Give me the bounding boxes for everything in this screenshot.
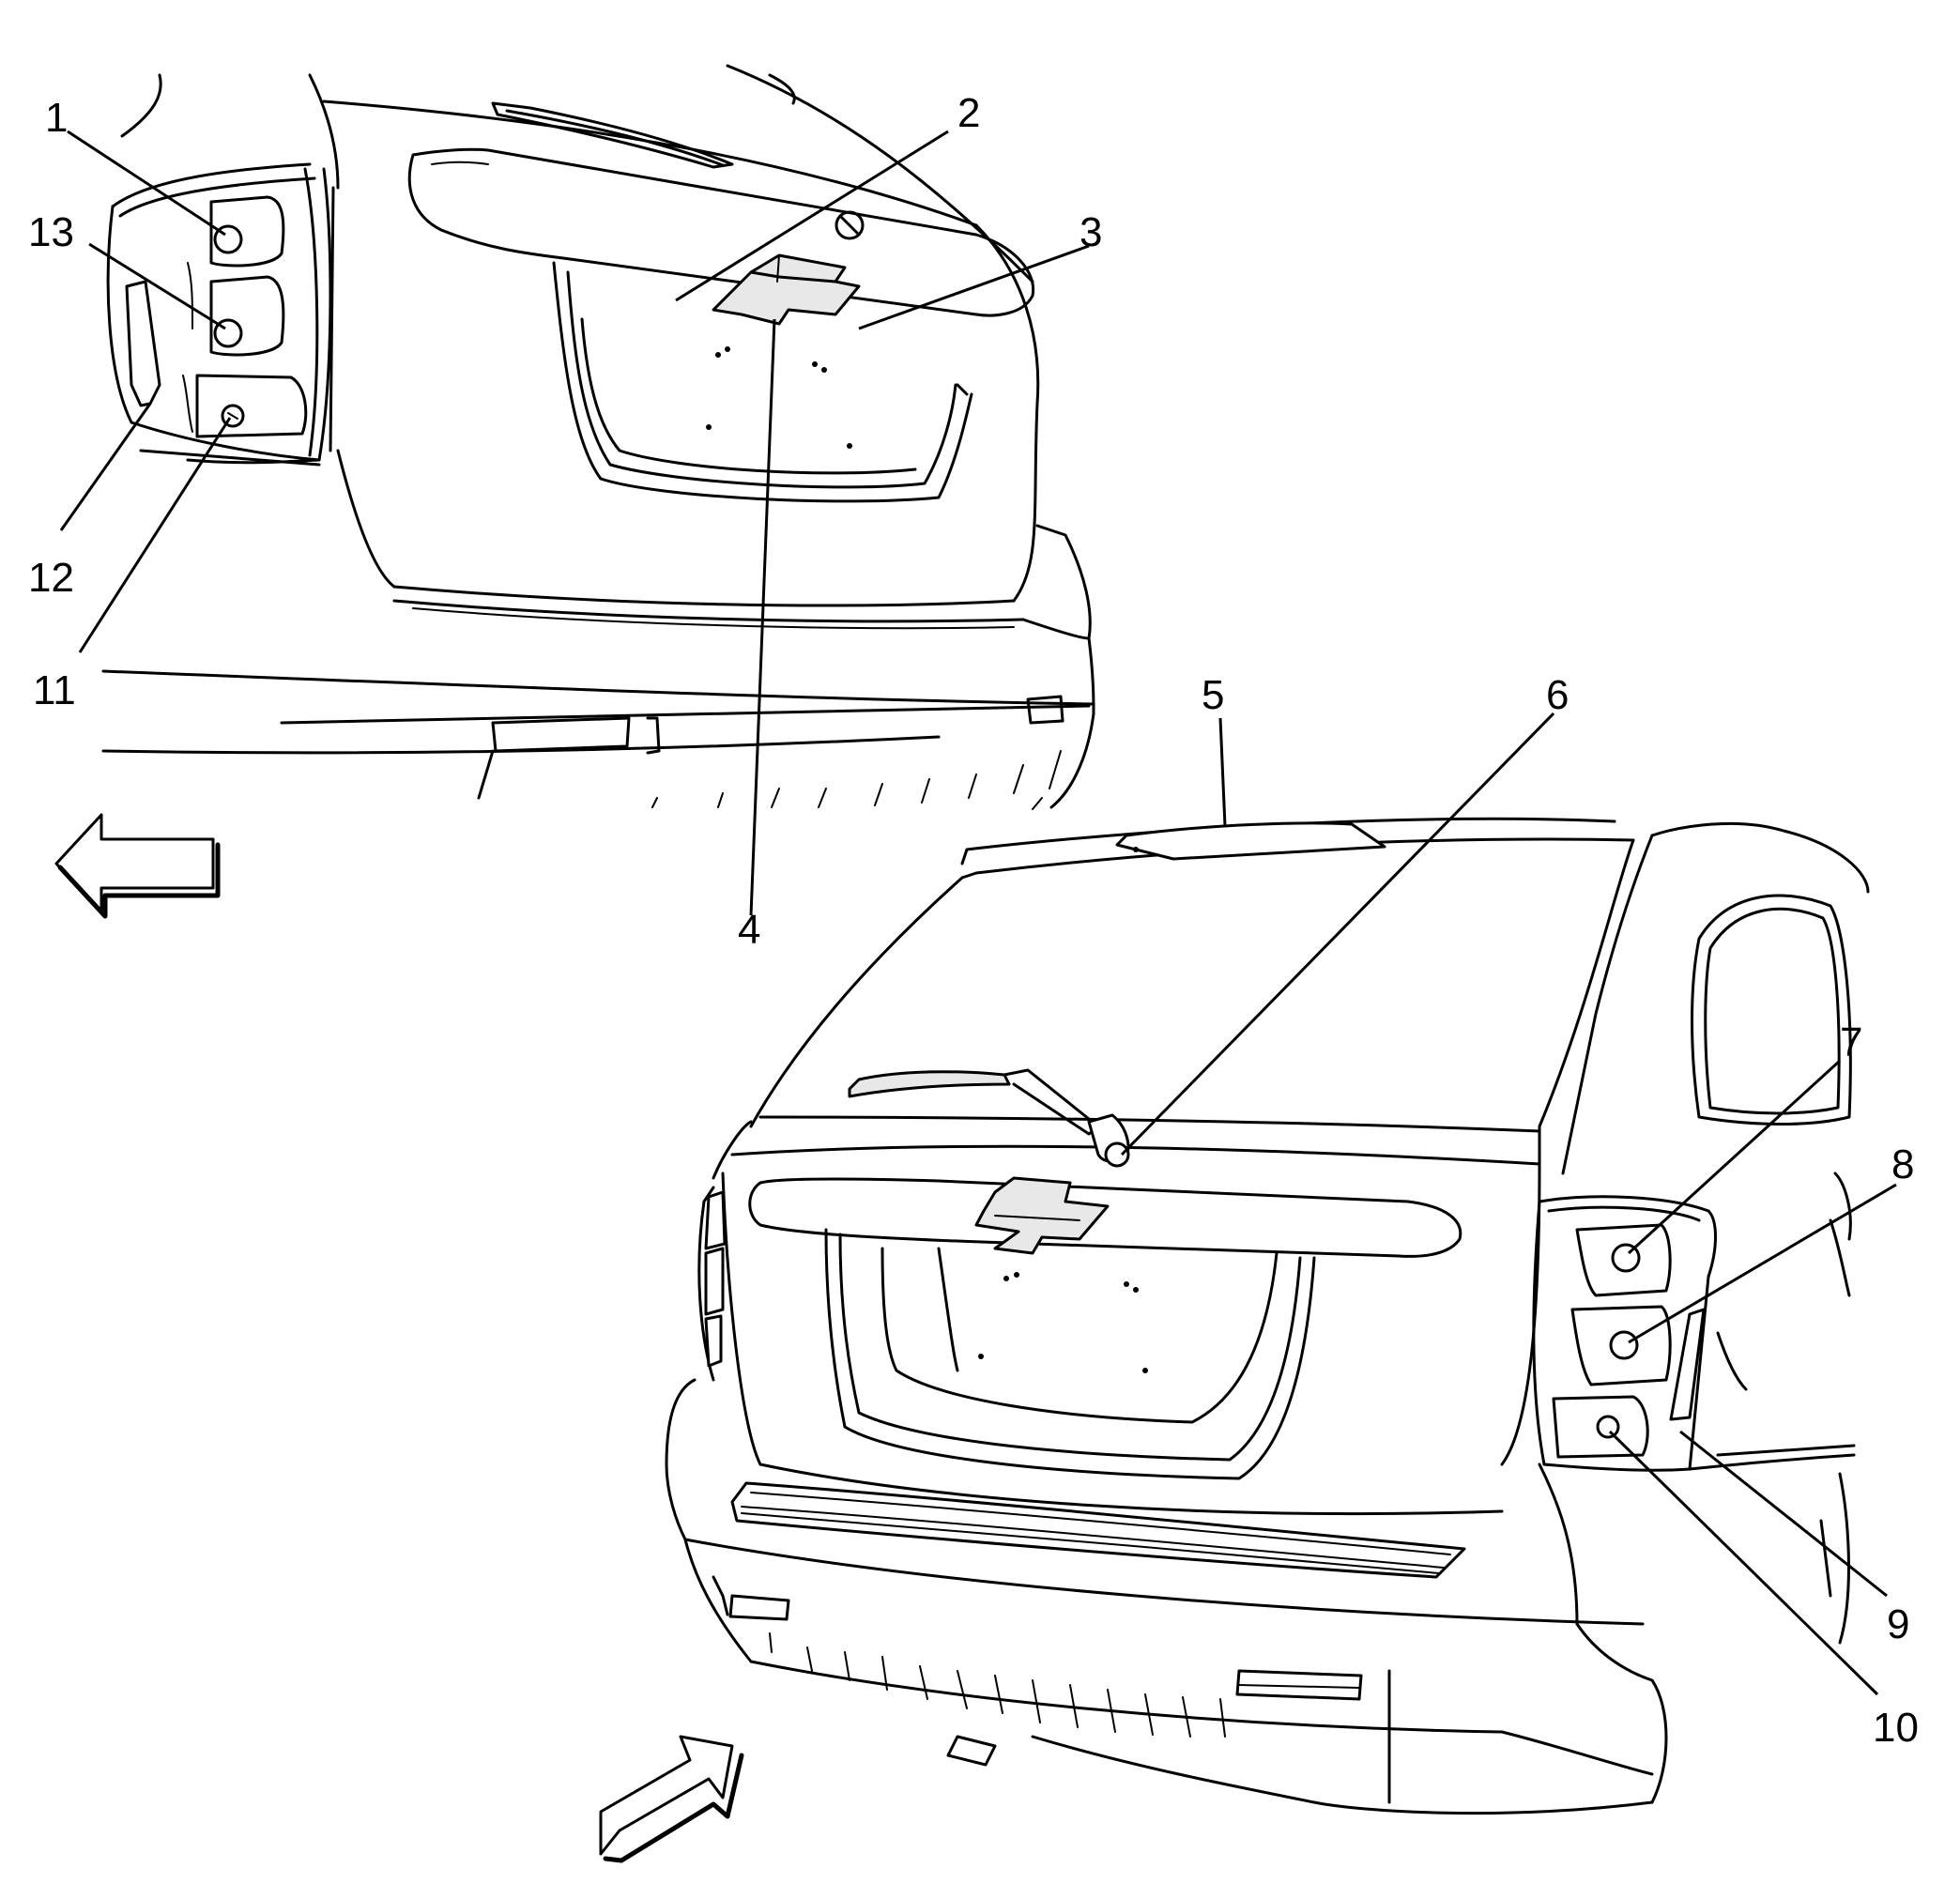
callout-7: 7 [1840, 1019, 1862, 1065]
callout-1: 1 [45, 95, 68, 141]
callout-4: 4 [738, 907, 760, 953]
callouts: 1 2 3 4 5 6 7 8 9 10 11 12 13 [28, 90, 1919, 1751]
callout-3: 3 [1080, 209, 1102, 255]
callout-5: 5 [1202, 672, 1224, 718]
callout-6: 6 [1546, 672, 1569, 718]
callout-8: 8 [1891, 1141, 1914, 1187]
leader-lines [59, 130, 1897, 1696]
detail-view [101, 64, 1095, 810]
main-view [665, 817, 1870, 1815]
callout-12: 12 [28, 555, 74, 601]
up-right-arrow-icon [599, 1735, 744, 1863]
left-arrow-icon [54, 813, 221, 919]
callout-11: 11 [33, 667, 76, 713]
callout-9: 9 [1887, 1601, 1909, 1647]
callout-13: 13 [28, 209, 74, 255]
callout-2: 2 [957, 90, 980, 136]
callout-10: 10 [1873, 1705, 1919, 1751]
